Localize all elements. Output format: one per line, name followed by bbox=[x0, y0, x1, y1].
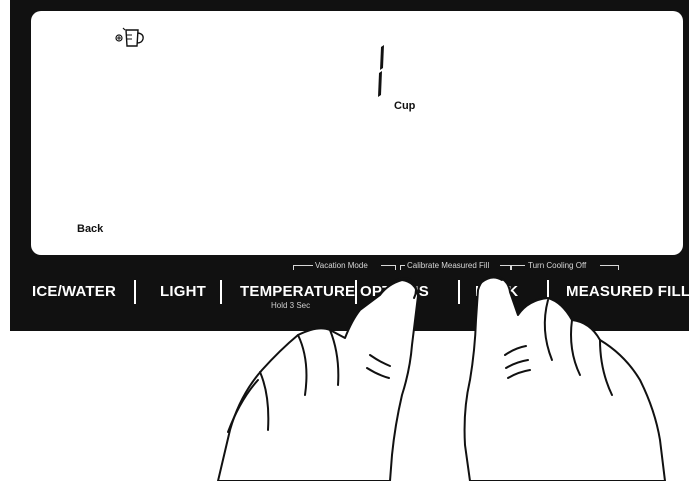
ice-water-button[interactable]: ICE/WATER bbox=[32, 283, 116, 300]
bracket-line bbox=[500, 265, 510, 266]
bracket-line bbox=[381, 265, 395, 266]
unit-label: Cup bbox=[394, 100, 415, 112]
temperature-hold-label: Hold 3 Sec bbox=[271, 301, 310, 310]
divider bbox=[547, 280, 549, 304]
bracket-line bbox=[400, 265, 405, 266]
divider bbox=[355, 280, 357, 304]
turn-cooling-off-label: Turn Cooling Off bbox=[528, 261, 586, 270]
divider bbox=[134, 280, 136, 304]
bracket-tick bbox=[395, 265, 396, 270]
bracket-tick bbox=[618, 265, 619, 270]
lock-hold-label: Hold 3 Sec bbox=[476, 301, 515, 310]
vacation-mode-label: Vacation Mode bbox=[315, 261, 368, 270]
back-label[interactable]: Back bbox=[77, 223, 103, 235]
lock-button[interactable]: LOCK bbox=[475, 283, 518, 300]
bracket-line bbox=[293, 265, 313, 266]
seven-segment-digit bbox=[369, 45, 389, 97]
options-button[interactable]: OPTIONS bbox=[360, 283, 429, 300]
bracket-line bbox=[600, 265, 618, 266]
control-panel bbox=[10, 0, 689, 331]
divider bbox=[220, 280, 222, 304]
light-button[interactable]: LIGHT bbox=[160, 283, 206, 300]
divider bbox=[458, 280, 460, 304]
measured-fill-button[interactable]: MEASURED FILL bbox=[566, 283, 689, 300]
calibrate-measured-fill-label: Calibrate Measured Fill bbox=[407, 261, 489, 270]
temperature-button[interactable]: TEMPERATURE bbox=[240, 283, 355, 300]
bracket-line bbox=[511, 265, 525, 266]
measuring-pitcher-icon bbox=[115, 26, 155, 50]
